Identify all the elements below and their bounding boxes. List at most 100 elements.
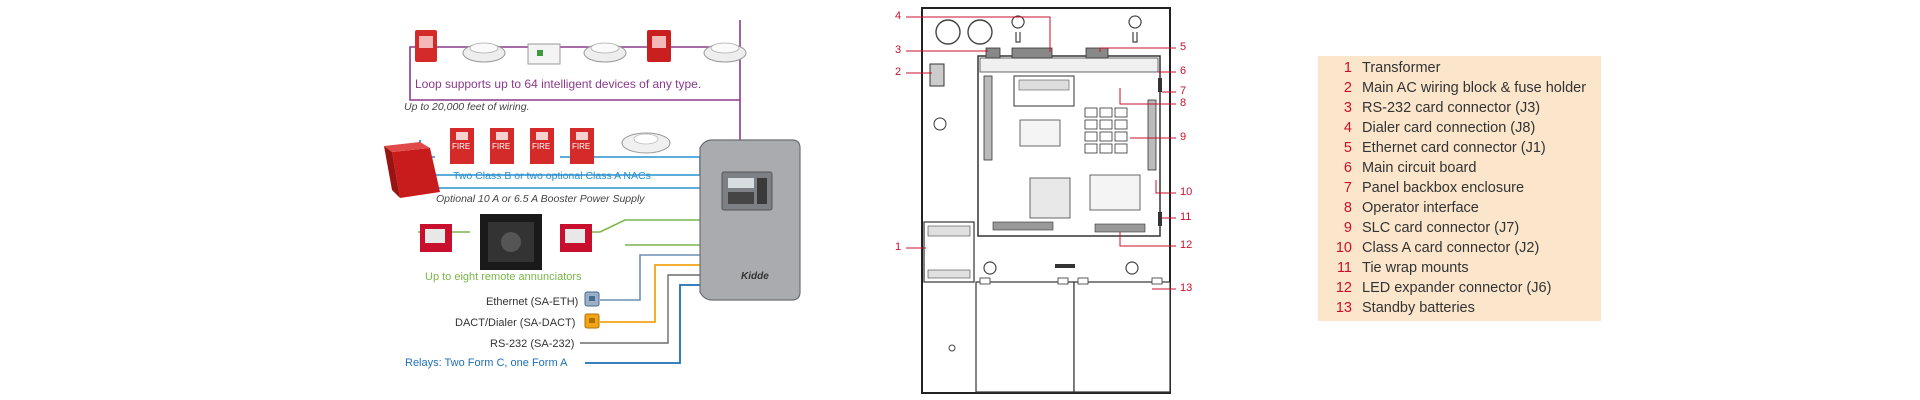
callout-1: 1 [895, 241, 902, 253]
booster-caption: Optional 10 A or 6.5 A Booster Power Sup… [436, 193, 645, 205]
kidde-logo: Kidde [741, 271, 769, 282]
legend-number: 4 [1343, 120, 1352, 136]
callout-8: 8 [1180, 97, 1187, 109]
legend-item: 3 RS-232 card connector (J3) [1328, 100, 1540, 120]
legend-item: 5 Ethernet card connector (J1) [1328, 140, 1546, 160]
standby-battery [1073, 281, 1171, 393]
loop-caption: Loop supports up to 64 intelligent devic… [415, 77, 702, 91]
leader-line-12 [1119, 232, 1176, 247]
pull-station-icon [647, 30, 671, 62]
legend-label: Class A card connector (J2) [1362, 240, 1540, 256]
legend-number: 13 [1335, 300, 1352, 316]
legend-number: 12 [1335, 280, 1352, 296]
dialer-card-icon [584, 313, 600, 329]
connection-ethernet-label: Ethernet (SA-ETH) [486, 296, 579, 308]
fire-label: FIRE [452, 142, 471, 151]
ethernet-connector [1085, 47, 1109, 59]
horn-strobe-icon [490, 128, 514, 164]
annunciator-wire [418, 219, 700, 233]
legend-number: 1 [1343, 60, 1352, 76]
fire-label: FIRE [572, 142, 591, 151]
smoke-detector-icon [583, 42, 627, 63]
legend-label: Operator interface [1362, 200, 1479, 216]
legend-item: 2 Main AC wiring block & fuse holder [1328, 80, 1586, 100]
rs232-connector [985, 47, 1001, 59]
legend-label: Tie wrap mounts [1362, 260, 1469, 276]
callout-6: 6 [1180, 65, 1187, 77]
callout-10: 10 [1180, 186, 1193, 198]
nac-caption: Two Class B or two optional Class A NACs [453, 170, 651, 182]
legend-label: Ethernet card connector (J1) [1362, 140, 1546, 156]
leader-line-5 [1099, 47, 1176, 52]
fire-label: FIRE [492, 142, 511, 151]
annunciator-icon [480, 214, 542, 270]
annunciator-icon [420, 224, 452, 252]
ceiling-strobe-icon [621, 132, 671, 154]
annunciator-icon [560, 224, 592, 252]
ac-wiring-block [929, 63, 945, 87]
pull-station-icon [415, 30, 437, 62]
legend-label: Panel backbox enclosure [1362, 180, 1525, 196]
system-wiring-diagram [384, 20, 801, 364]
dialer-connector [1011, 47, 1053, 59]
callout-12: 12 [1180, 239, 1193, 251]
legend-item: 4 Dialer card connection (J8) [1328, 120, 1535, 140]
legend-label: RS-232 card connector (J3) [1362, 100, 1541, 116]
callout-4: 4 [895, 10, 902, 22]
horn-strobe-icon [570, 128, 594, 164]
legend-label: Standby batteries [1362, 300, 1475, 316]
connection-dialer-label: DACT/Dialer (SA-DACT) [455, 317, 576, 329]
legend-number: 7 [1343, 180, 1352, 196]
smoke-detector-icon [703, 42, 747, 63]
keyhole-slot [1128, 15, 1142, 43]
legend-number: 10 [1335, 240, 1352, 256]
connection-relays-label: Relays: Two Form C, one Form A [405, 357, 568, 369]
tie-wrap-mount [1158, 212, 1162, 226]
terminal-strip [983, 75, 993, 161]
legend-item: 7 Panel backbox enclosure [1328, 180, 1524, 200]
legend-item: 11 Tie wrap mounts [1328, 260, 1469, 280]
legend-label: Main AC wiring block & fuse holder [1362, 80, 1587, 96]
tie-wrap-mount [1158, 78, 1162, 92]
annunciator-caption: Up to eight remote annunciators [425, 271, 582, 283]
legend-item: 8 Operator interface [1328, 200, 1479, 220]
legend-number: 8 [1343, 200, 1352, 216]
legend-label: Dialer card connection (J8) [1362, 120, 1536, 136]
legend-number: 5 [1343, 140, 1352, 156]
callout-5: 5 [1180, 41, 1187, 53]
connection-rs232-label: RS-232 (SA-232) [490, 338, 575, 350]
legend-item: 13 Standby batteries [1328, 300, 1475, 320]
legend-panel: 1 Transformer 2 Main AC wiring block & fus… [1318, 56, 1601, 321]
legend-label: Transformer [1362, 60, 1441, 76]
legend-label: LED expander connector (J6) [1362, 280, 1552, 296]
ground-symbol [933, 117, 947, 131]
callout-9: 9 [1180, 131, 1187, 143]
callout-13: 13 [1180, 282, 1193, 294]
leader-line-10 [1155, 180, 1176, 194]
keyhole-slot [1011, 15, 1025, 43]
legend-number: 9 [1343, 220, 1352, 236]
cabinet-diagram [906, 7, 1176, 394]
legend-number: 2 [1343, 80, 1352, 96]
terminal-strip [1147, 99, 1157, 171]
leader-line-8 [1119, 88, 1176, 105]
legend-label: Main circuit board [1362, 160, 1477, 176]
legend-number: 6 [1343, 160, 1352, 176]
smoke-detector-icon [462, 42, 506, 63]
knockout [935, 19, 961, 45]
fire-label: FIRE [532, 142, 551, 151]
ethernet-wire [600, 254, 700, 301]
legend-number: 3 [1343, 100, 1352, 116]
booster-power-supply-icon [384, 142, 440, 198]
control-panel [699, 139, 801, 301]
standby-battery [975, 281, 1075, 393]
legend-number: 11 [1336, 260, 1352, 276]
legend-item: 10 Class A card connector (J2) [1328, 240, 1539, 260]
callout-2: 2 [895, 66, 902, 78]
wiring-caption: Up to 20,000 feet of wiring. [404, 101, 530, 113]
legend-item: 12 LED expander connector (J6) [1328, 280, 1552, 300]
loop-wire [409, 46, 741, 140]
horn-strobe-icon [530, 128, 554, 164]
legend-item: 1 Transformer [1328, 60, 1441, 80]
